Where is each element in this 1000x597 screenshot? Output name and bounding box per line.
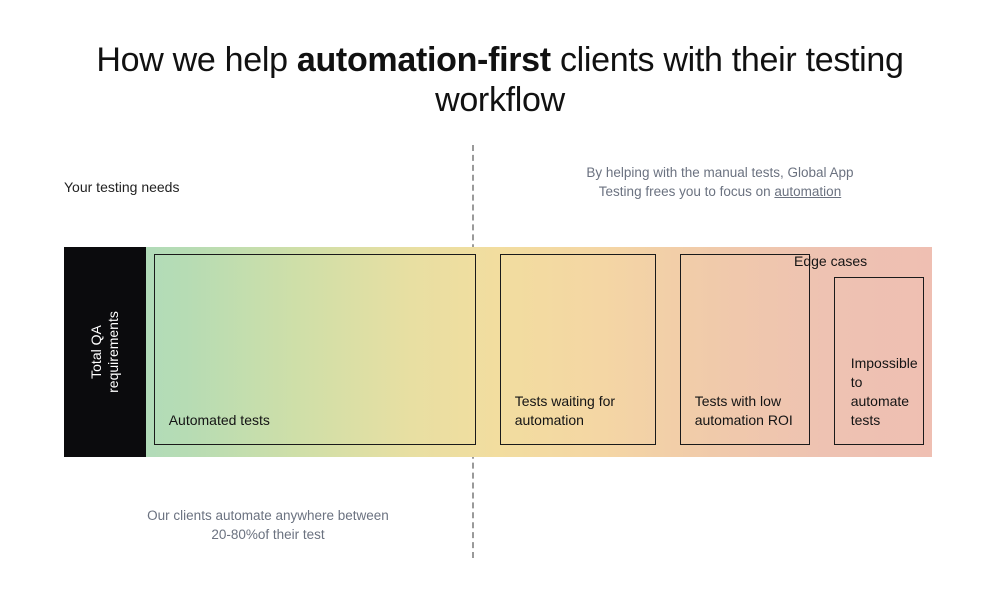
segment-box: Impossible to automate tests [833, 277, 924, 445]
title-part-before: How we help [96, 41, 297, 79]
qa-requirements-band: Total QA requirements Automated tests Te… [64, 247, 932, 457]
your-testing-needs-label: Your testing needs [64, 179, 180, 195]
sidebar-label: Total QA requirements [88, 311, 122, 393]
manual-tests-note-line2: Testing frees you to focus on [598, 184, 775, 199]
segment-label: Tests with low automation ROI [694, 393, 793, 428]
sidebar-label-line1: Total QA [87, 325, 104, 379]
segment-separator [818, 247, 826, 457]
segment-label: Tests waiting for automation [514, 393, 616, 428]
total-qa-requirements-sidebar: Total QA requirements [64, 247, 146, 457]
title-part-bold: automation-first [296, 41, 551, 79]
manual-tests-note-line1: By helping with the manual tests, Global… [586, 165, 854, 180]
segment-label: Automated tests [168, 412, 270, 428]
edge-cases-label: Edge cases [794, 253, 868, 269]
segment-automated-tests[interactable]: Automated tests [146, 247, 484, 457]
automation-range-note-line2: 20-80%of their test [211, 527, 325, 542]
segment-label: Impossible to automate tests [850, 355, 918, 428]
manual-tests-note: By helping with the manual tests, Global… [510, 163, 930, 201]
title-part-after: clients with their testing workflow [435, 41, 904, 119]
segment-tests-waiting-for-automation[interactable]: Tests waiting for automation [492, 247, 664, 457]
page-title: How we help automation-first clients wit… [60, 40, 940, 120]
automation-link[interactable]: automation [774, 184, 842, 199]
segments-container: Automated tests Tests waiting for automa… [146, 247, 932, 457]
segment-separator [484, 247, 492, 457]
segment-box: Tests with low automation ROI [679, 254, 810, 445]
segment-box: Automated tests [153, 254, 476, 445]
segment-box: Tests waiting for automation [499, 254, 656, 445]
segment-impossible-to-automate-tests[interactable]: Impossible to automate tests [826, 247, 932, 457]
automation-range-note-line1: Our clients automate anywhere between [147, 508, 389, 523]
automation-range-note: Our clients automate anywhere between 20… [88, 506, 448, 544]
segment-separator [664, 247, 672, 457]
sidebar-label-line2: requirements [104, 311, 121, 393]
segment-tests-with-low-automation-roi[interactable]: Tests with low automation ROI [672, 247, 818, 457]
